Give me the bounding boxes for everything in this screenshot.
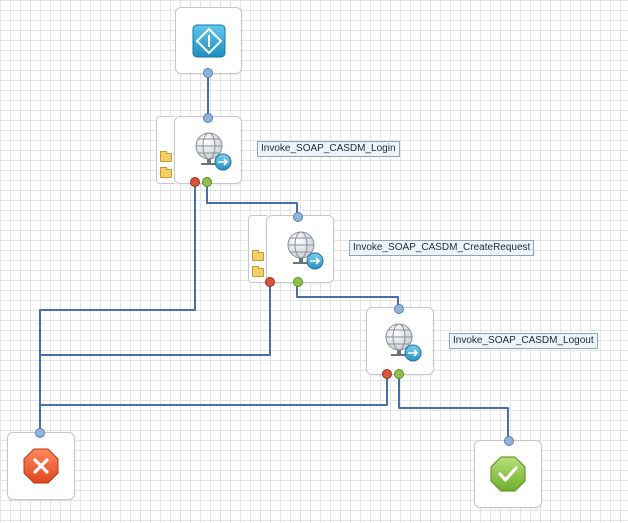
connector-createrequest-success [296, 283, 399, 308]
folder-icon [252, 250, 264, 261]
createrequest-dataset-tab[interactable] [248, 215, 267, 283]
connector-createrequest-failure [40, 283, 271, 356]
createrequest-success-port[interactable] [293, 277, 303, 287]
login-failure-port[interactable] [190, 177, 200, 187]
globe-invoke-icon [385, 323, 422, 362]
globe-invoke-icon [287, 231, 324, 270]
createrequest-step-label[interactable]: Invoke_SOAP_CASDM_CreateRequest [349, 240, 535, 256]
logout-failure-port[interactable] [382, 369, 392, 379]
connector-logout-success [398, 374, 509, 440]
createrequest-input-port[interactable] [293, 212, 303, 222]
error-end-input-port[interactable] [35, 428, 45, 438]
login-success-port[interactable] [202, 177, 212, 187]
logout-step-node[interactable] [366, 307, 434, 375]
globe-invoke-icon [195, 132, 232, 171]
start-diamond-icon [192, 24, 226, 58]
createrequest-step-node[interactable] [266, 215, 334, 283]
success-check-icon [490, 456, 526, 492]
folder-icon [160, 151, 172, 162]
logout-step-label[interactable]: Invoke_SOAP_CASDM_Logout [449, 333, 598, 349]
success-end-node[interactable] [474, 440, 542, 508]
login-input-port[interactable] [203, 113, 213, 123]
success-end-input-port[interactable] [504, 436, 514, 446]
start-node[interactable] [175, 7, 242, 74]
connector-logout-failure [40, 374, 388, 406]
createrequest-failure-port[interactable] [265, 277, 275, 287]
folder-icon [252, 266, 264, 277]
folder-icon [160, 167, 172, 178]
error-end-node[interactable] [7, 432, 75, 500]
login-step-label[interactable]: Invoke_SOAP_CASDM_Login [257, 141, 400, 157]
connector-login-failure [39, 183, 196, 432]
logout-success-port[interactable] [394, 369, 404, 379]
login-dataset-tab[interactable] [156, 116, 175, 184]
connector-login-success [206, 183, 298, 216]
logout-input-port[interactable] [394, 304, 404, 314]
error-octagon-icon [23, 448, 59, 484]
start-output-port[interactable] [203, 68, 213, 78]
login-step-node[interactable] [174, 116, 242, 184]
